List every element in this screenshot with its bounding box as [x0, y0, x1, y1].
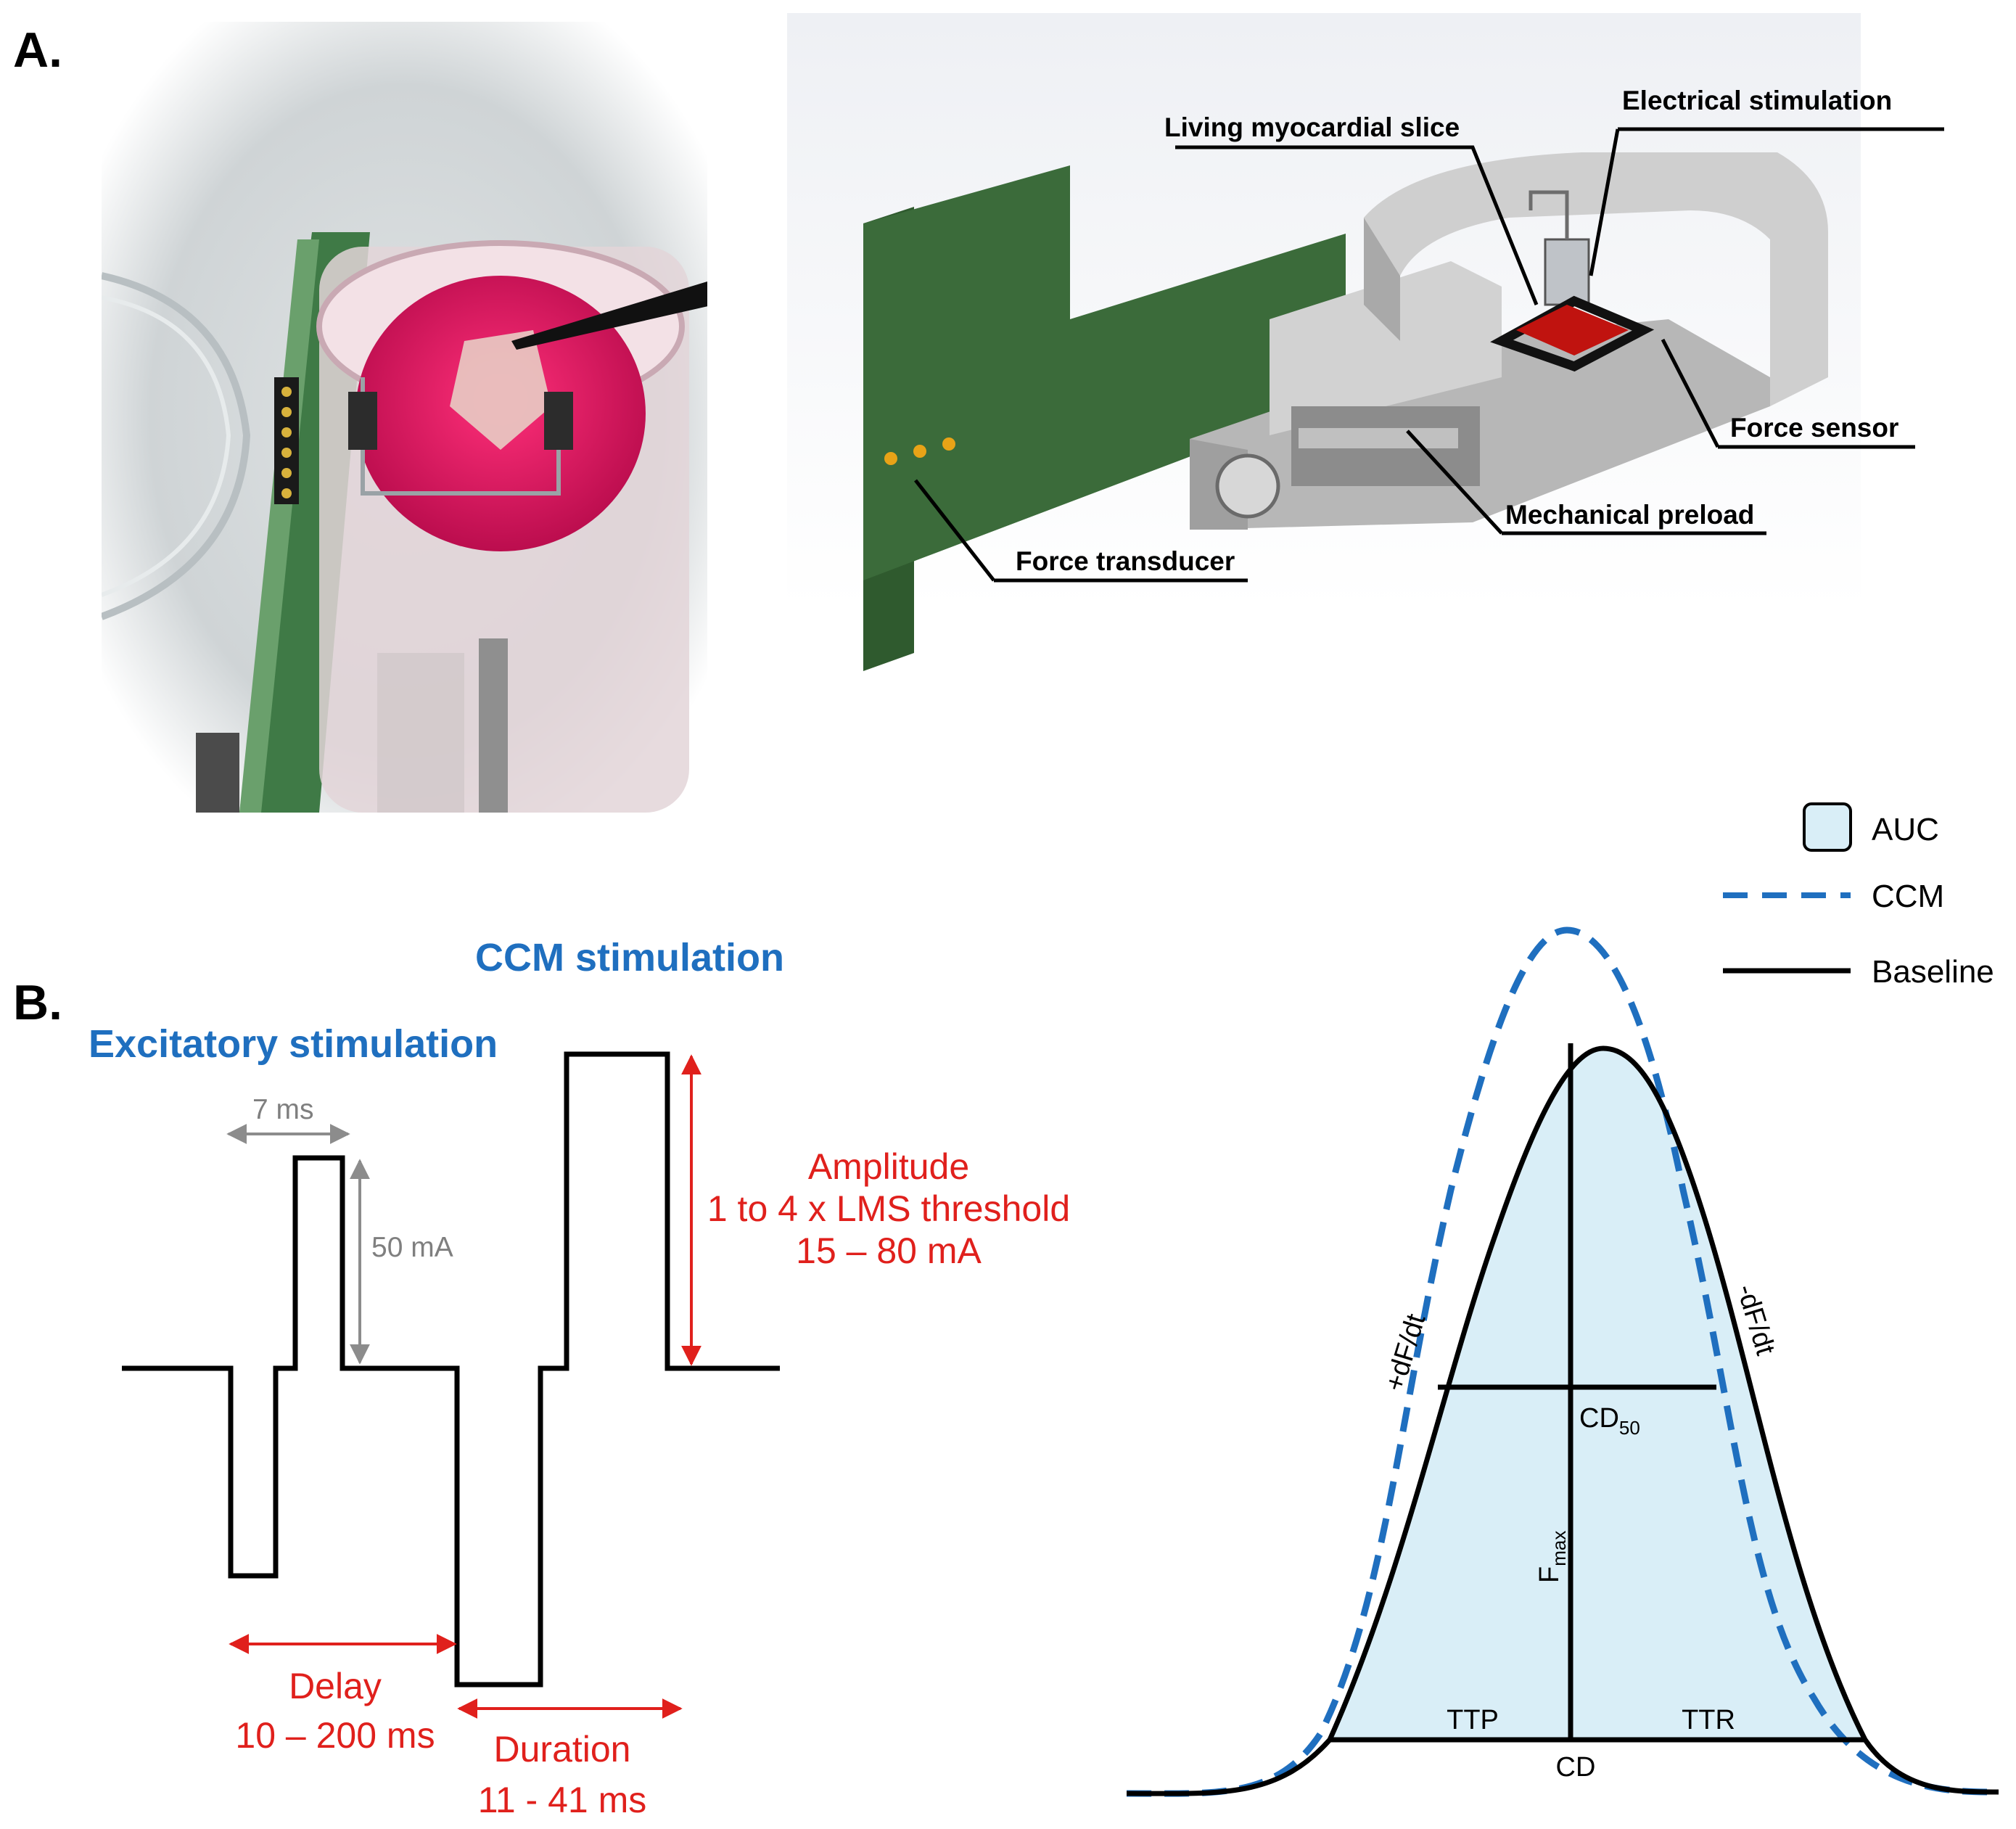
- legend-auc-swatch: [1803, 802, 1852, 852]
- legend-ccm-label: CCM: [1872, 879, 1944, 914]
- panel-b-label: B.: [13, 975, 62, 1030]
- callout-mechanical-preload: Mechanical preload: [1505, 500, 1754, 530]
- callout-force-sensor: Force sensor: [1730, 413, 1898, 443]
- fmax-label: Fmax: [1534, 1531, 1570, 1583]
- panel-a-label: A.: [13, 22, 62, 78]
- stimulation-waveform: [122, 1051, 780, 1688]
- callout-living-slice: Living myocardial slice: [1164, 112, 1460, 142]
- duration-line1: Duration: [494, 1729, 631, 1770]
- chamber-photo: [102, 22, 707, 813]
- excitatory-title: Excitatory stimulation: [89, 1022, 498, 1066]
- legend: AUC CCM Baseline: [1723, 802, 1994, 990]
- legend-baseline-label: Baseline: [1872, 954, 1994, 990]
- auc-area: [1330, 1048, 1865, 1740]
- delay-line1: Delay: [289, 1666, 382, 1706]
- chamber-rendering: [787, 13, 1861, 671]
- callout-electrical-stimulation: Electrical stimulation: [1622, 86, 1892, 115]
- baseline-curve: [1126, 1045, 1999, 1796]
- cd50-label: CD50: [1579, 1403, 1640, 1439]
- legend-auc-label: AUC: [1872, 812, 1939, 847]
- callout-force-transducer: Force transducer: [1016, 546, 1235, 576]
- panel-a-callouts: [914, 127, 1944, 583]
- amplitude-line2: 1 to 4 x LMS threshold: [707, 1188, 1070, 1229]
- cd-label: CD: [1556, 1752, 1596, 1783]
- ttr-label: TTR: [1682, 1705, 1735, 1735]
- duration-line2: 11 - 41 ms: [478, 1780, 647, 1820]
- ccm-title: CCM stimulation: [475, 936, 784, 979]
- current-label: 50 mA: [371, 1232, 453, 1263]
- amplitude-line3: 15 – 80 mA: [796, 1230, 982, 1271]
- plus-dfdt-label: +dF/dt: [1379, 1310, 1431, 1395]
- ttp-label: TTP: [1447, 1705, 1499, 1735]
- transducer-contacts: [884, 437, 955, 465]
- ccm-curve: [1126, 926, 1999, 1797]
- myocardial-slice: [1516, 305, 1629, 355]
- delay-line2: 10 – 200 ms: [235, 1715, 435, 1756]
- force-transducer-board: [863, 165, 1346, 580]
- amplitude-line1: Amplitude: [808, 1146, 969, 1187]
- width-label: 7 ms: [252, 1094, 314, 1125]
